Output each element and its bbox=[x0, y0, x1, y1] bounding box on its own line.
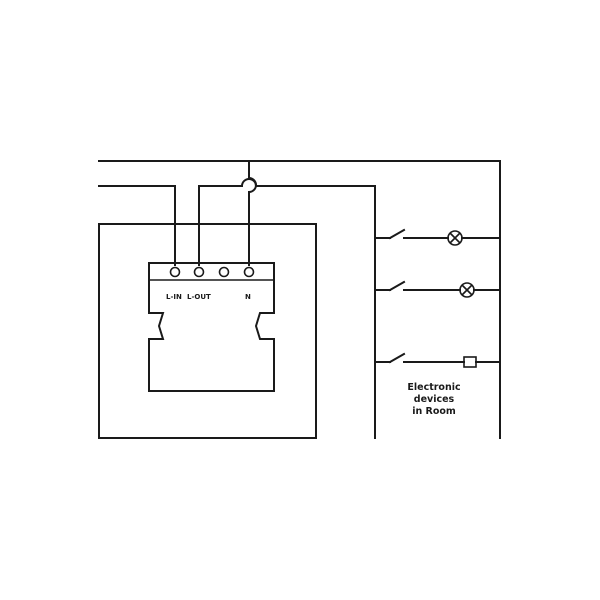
supply-wire-l-in bbox=[98, 185, 176, 266]
terminal-l-out bbox=[193, 266, 205, 278]
branch-1-switch bbox=[388, 228, 406, 240]
label-n: N bbox=[245, 293, 251, 301]
room-label-line2: devices bbox=[414, 394, 455, 405]
l-out-wire-right bbox=[255, 185, 376, 439]
enclosure-frame bbox=[98, 223, 317, 439]
room-label-line1: Electronic bbox=[407, 382, 460, 393]
branch-1-lamp-icon bbox=[447, 230, 463, 246]
terminal-spare bbox=[218, 266, 230, 278]
branch-3-switch bbox=[388, 352, 406, 364]
room-label-line3: in Room bbox=[412, 406, 456, 417]
device-body bbox=[148, 262, 275, 392]
terminal-n bbox=[243, 266, 255, 278]
branch-3-load-icon bbox=[463, 356, 477, 368]
l-out-wire bbox=[198, 185, 243, 266]
terminal-l-in bbox=[169, 266, 181, 278]
neutral-wire-crossover bbox=[247, 176, 257, 194]
label-l-out: L-OUT bbox=[187, 293, 211, 301]
branch-2-lamp-icon bbox=[459, 282, 475, 298]
label-l-in: L-IN bbox=[166, 293, 182, 301]
branch-2-switch bbox=[388, 280, 406, 292]
